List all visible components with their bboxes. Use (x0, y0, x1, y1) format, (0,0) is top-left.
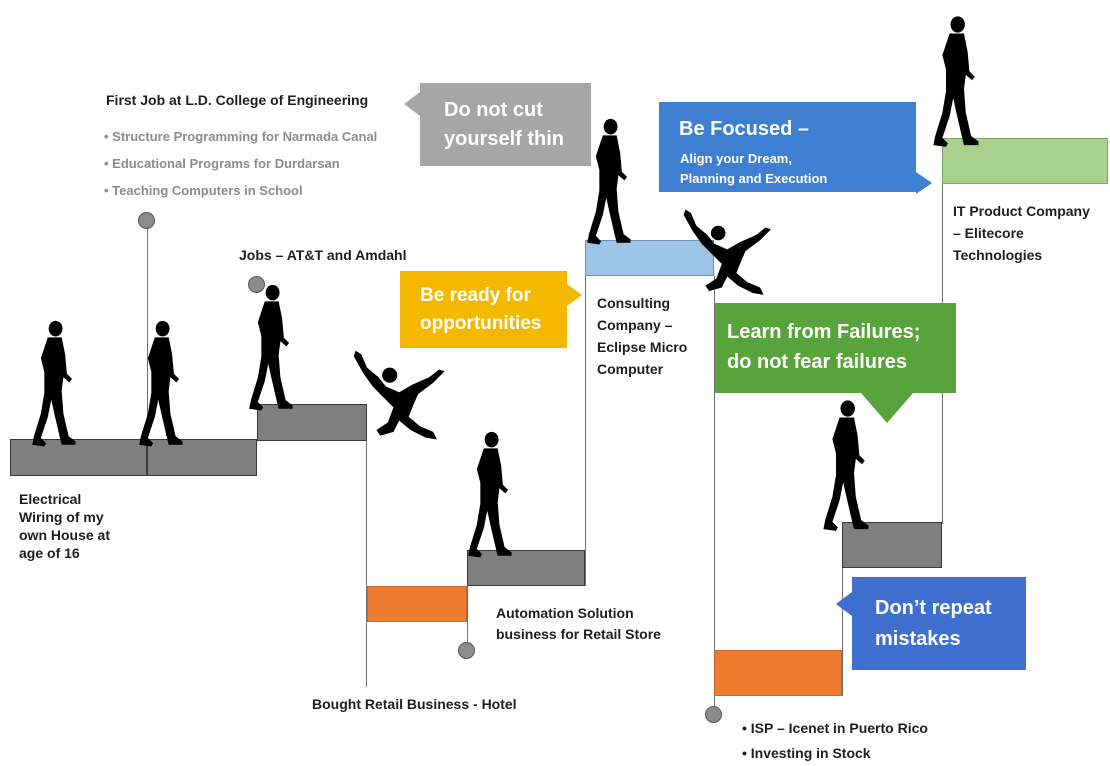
list-isp: • ISP – Icenet in Puerto Rico • Investin… (742, 716, 928, 766)
milestone-dot (705, 706, 722, 723)
step-electrical (10, 439, 147, 476)
label-electrical: Electrical Wiring of my own House at age… (19, 491, 111, 561)
connector-line (714, 276, 715, 712)
list-item: • Teaching Computers in School (104, 183, 303, 198)
connector-line (585, 240, 586, 586)
callout-pointer (404, 92, 420, 116)
callout-pointer (567, 284, 582, 306)
callout-dont-repeat: Don’t repeat mistakes (852, 577, 1026, 670)
list-item: • Educational Programs for Durdarsan (104, 156, 340, 171)
milestone-dot (138, 212, 155, 229)
step-bought-hotel (367, 586, 467, 622)
label-it-product: IT Product Company – Elitecore Technolog… (953, 203, 1090, 263)
person-silhouette (928, 8, 982, 158)
label-bought: Bought Retail Business - Hotel (312, 696, 517, 712)
person-silhouette (134, 312, 186, 458)
label-consulting: Consulting Company – Eclipse Micro Compu… (597, 295, 688, 377)
person-silhouette (27, 312, 79, 458)
callout-cut-thin: Do not cut yourself thin (420, 83, 591, 166)
milestone-dot (248, 276, 265, 293)
person-silhouette (244, 276, 296, 422)
list-first-job: • Structure Programming for Narmada Cana… (104, 123, 377, 204)
callout-pointer (861, 393, 913, 423)
person-silhouette (818, 394, 872, 540)
falling-person-silhouette (350, 348, 454, 444)
connector-line (147, 220, 148, 475)
step-automation (467, 550, 585, 586)
callout-pointer (916, 172, 932, 194)
person-silhouette (463, 423, 515, 569)
callout-pointer (836, 592, 852, 616)
connector-line (467, 566, 468, 646)
milestone-dot (458, 642, 475, 659)
label-first-job-title: First Job at L.D. College of Engineering (106, 92, 369, 108)
callout-be-focused: Be Focused – Align your Dream, Planning … (659, 102, 916, 192)
person-silhouette (582, 108, 634, 258)
falling-person-silhouette (680, 205, 780, 301)
step-it-product (942, 138, 1108, 184)
step-investing (842, 522, 942, 568)
callout-be-ready: Be ready for opportunities (400, 271, 567, 348)
step-consulting (585, 240, 714, 276)
callout-learn-failures: Learn from Failures; do not fear failure… (715, 303, 956, 393)
list-item: • Structure Programming for Narmada Cana… (104, 129, 378, 144)
list-item: • ISP – Icenet in Puerto Rico (742, 720, 928, 736)
connector-line (366, 404, 367, 687)
label-automation: Automation Solution business for Retail … (496, 605, 661, 642)
step-jobs-att (257, 404, 367, 441)
step-first-job (147, 439, 257, 476)
step-isp (714, 650, 842, 696)
list-item: • Investing in Stock (742, 745, 871, 761)
label-jobs: Jobs – AT&T and Amdahl (239, 247, 407, 263)
